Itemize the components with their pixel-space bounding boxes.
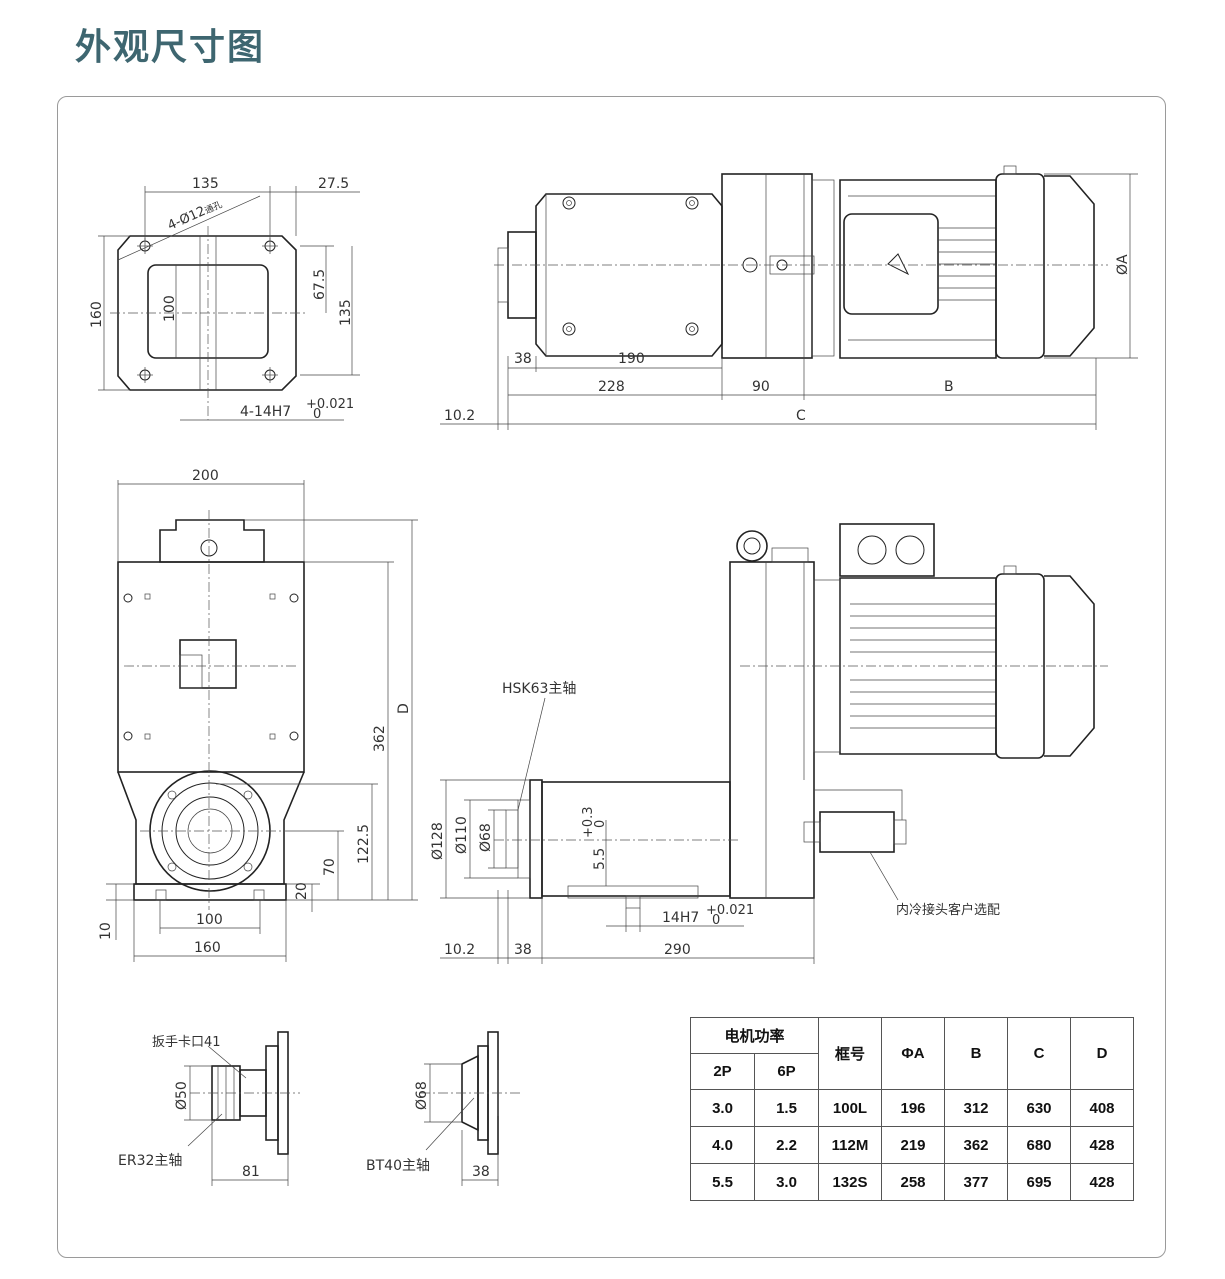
table-row: 5.5 3.0 132S 258 377 695 428 xyxy=(690,1163,1134,1201)
header-B: B xyxy=(944,1017,1008,1090)
dim-122-5: 122.5 xyxy=(356,824,372,864)
top-right-side-view: ØA 38 190 228 90 B 10.2 C xyxy=(440,165,1138,430)
dim-67-5: 67.5 xyxy=(312,269,328,300)
cell-C: 695 xyxy=(1007,1163,1071,1201)
header-frame: 框号 xyxy=(818,1017,882,1090)
dim-160-left: 160 xyxy=(89,301,105,328)
dim-phiA: ØA xyxy=(1115,254,1131,275)
header-motor-power: 电机功率 xyxy=(690,1017,819,1054)
fit-tol-upper: +0.021 xyxy=(306,397,354,412)
dim-20: 20 xyxy=(294,882,310,900)
side-view: 内冷接头客户选配 HSK63主轴 Ø128 Ø110 Ø68 5.5 +0.3 … xyxy=(430,523,1108,964)
dim-81: 81 xyxy=(242,1164,260,1180)
cell-C: 630 xyxy=(1007,1089,1071,1127)
cell-2p: 4.0 xyxy=(690,1126,755,1164)
dim-5-5-tol-lower: 0 xyxy=(593,820,608,828)
dim-B: B xyxy=(944,379,954,395)
bt40-view: Ø68 BT40主轴 38 xyxy=(366,1031,520,1186)
svg-text:4-Ø12通孔: 4-Ø12通孔 xyxy=(166,196,225,233)
er32-view: 扳手卡口41 Ø50 ER32主轴 81 xyxy=(118,1031,300,1186)
cell-frame: 132S xyxy=(818,1163,882,1201)
dim-100-inner: 100 xyxy=(162,295,178,322)
cell-2p: 3.0 xyxy=(690,1089,755,1127)
dim-phi50: Ø50 xyxy=(174,1081,190,1110)
header-phiA: ΦA xyxy=(881,1017,945,1090)
header-C: C xyxy=(1007,1017,1071,1090)
dim-290: 290 xyxy=(664,942,691,958)
side-fit-tol-upper: +0.021 xyxy=(706,903,754,918)
spindle-label-bt40: BT40主轴 xyxy=(366,1158,430,1174)
cell-D: 428 xyxy=(1070,1163,1134,1201)
drawing-frame xyxy=(57,96,1166,1258)
dim-27-5: 27.5 xyxy=(318,176,349,192)
cell-phiA: 196 xyxy=(881,1089,945,1127)
wrench-label: 扳手卡口41 xyxy=(152,1034,221,1050)
table-row: 3.0 1.5 100L 196 312 630 408 xyxy=(690,1089,1134,1127)
side-fit-note: 14H7 xyxy=(662,910,699,926)
cell-frame: 112M xyxy=(818,1126,882,1164)
spindle-label-er32: ER32主轴 xyxy=(118,1153,182,1169)
dim-5-5: 5.5 xyxy=(592,848,608,870)
dim-200: 200 xyxy=(192,468,219,484)
cell-6p: 2.2 xyxy=(754,1126,819,1164)
table-row: 4.0 2.2 112M 219 362 680 428 xyxy=(690,1126,1134,1164)
side-fit-tol-lower: 0 xyxy=(712,913,720,928)
dim-190: 190 xyxy=(618,351,645,367)
cell-C: 680 xyxy=(1007,1126,1071,1164)
dim-70: 70 xyxy=(322,858,338,876)
dim-135-right: 135 xyxy=(338,299,354,326)
cell-D: 428 xyxy=(1070,1126,1134,1164)
dim-38-bt40: 38 xyxy=(472,1164,490,1180)
header-D: D xyxy=(1070,1017,1134,1090)
page-title: 外观尺寸图 xyxy=(75,27,266,68)
dim-135-top: 135 xyxy=(192,176,219,192)
front-view: 200 D 362 122.5 70 20 10 100 160 xyxy=(98,468,418,962)
dim-38-top: 38 xyxy=(514,351,532,367)
fit-tol-lower: 0 xyxy=(313,407,321,422)
dim-10: 10 xyxy=(98,922,114,940)
dim-90: 90 xyxy=(752,379,770,395)
fit-note: 4-14H7 xyxy=(240,404,291,420)
dim-38-side: 38 xyxy=(514,942,532,958)
cell-2p: 5.5 xyxy=(690,1163,755,1201)
cell-B: 362 xyxy=(944,1126,1008,1164)
dim-10-2-side: 10.2 xyxy=(444,942,475,958)
cell-frame: 100L xyxy=(818,1089,882,1127)
header-2p: 2P xyxy=(690,1053,755,1090)
dim-phi68-bt40: Ø68 xyxy=(414,1081,430,1110)
cell-6p: 3.0 xyxy=(754,1163,819,1201)
cell-phiA: 258 xyxy=(881,1163,945,1201)
dim-10-2-top: 10.2 xyxy=(444,408,475,424)
spec-table: 电机功率 框号 ΦA B C D 2P 6P 3.0 1.5 100L 196 … xyxy=(690,1017,1134,1201)
top-left-flange-view: 135 27.5 4-Ø12通孔 160 100 67.5 135 4-14H7… xyxy=(89,176,360,422)
dim-phi110: Ø110 xyxy=(454,816,470,854)
dim-5-5-tol-upper: +0.3 xyxy=(581,806,596,838)
dim-100-front: 100 xyxy=(196,912,223,928)
dim-phi128: Ø128 xyxy=(430,822,446,860)
cell-phiA: 219 xyxy=(881,1126,945,1164)
cell-B: 312 xyxy=(944,1089,1008,1127)
dim-160-front: 160 xyxy=(194,940,221,956)
dim-phi68: Ø68 xyxy=(478,823,494,852)
spindle-label-hsk63: HSK63主轴 xyxy=(502,681,576,697)
cell-6p: 1.5 xyxy=(754,1089,819,1127)
cell-B: 377 xyxy=(944,1163,1008,1201)
dim-362: 362 xyxy=(372,725,388,752)
dim-228: 228 xyxy=(598,379,625,395)
header-6p: 6P xyxy=(754,1053,819,1090)
dim-C: C xyxy=(796,408,806,424)
dim-D: D xyxy=(396,703,412,714)
coolant-note: 内冷接头客户选配 xyxy=(896,902,1000,918)
cell-D: 408 xyxy=(1070,1089,1134,1127)
